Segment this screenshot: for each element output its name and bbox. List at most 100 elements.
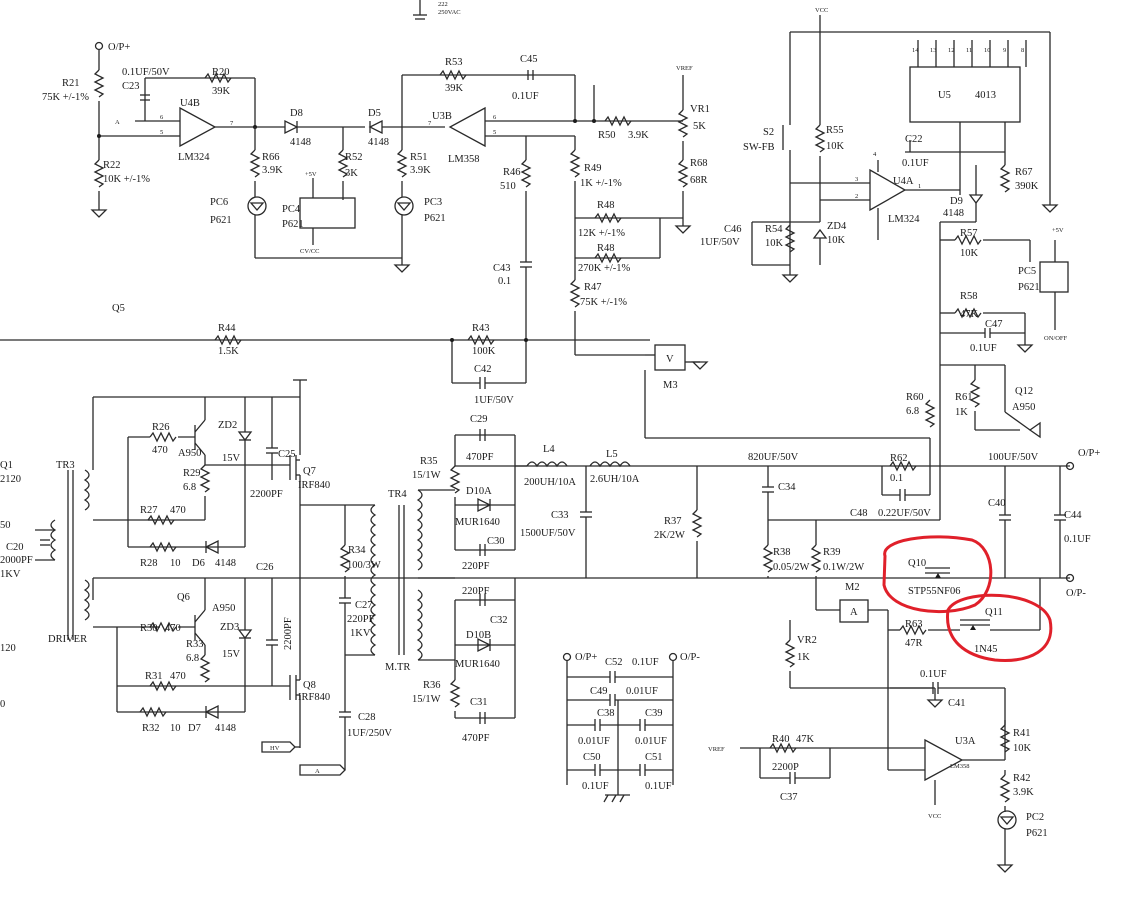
hv-flag-label: HV [270, 745, 280, 752]
r50-value: 3.9K [628, 130, 649, 141]
q11-highlight [946, 593, 1053, 662]
d7-value: 4148 [215, 723, 236, 734]
u4b-part: LM324 [178, 152, 210, 163]
r61-label: R61 [955, 392, 973, 403]
r27-value: 470 [170, 505, 186, 516]
r39-value: 0.1W/2W [823, 562, 864, 573]
r41-value: 10K [1013, 743, 1032, 754]
r27-label: R27 [140, 505, 158, 516]
r26-label: R26 [152, 422, 170, 433]
vr1-value: 5K [693, 121, 706, 132]
c30-label: C30 [487, 536, 505, 547]
r30-value: 470 [165, 623, 181, 634]
top-cap-label: 222 [438, 1, 448, 8]
r48b-value: 270K +/-1% [578, 263, 631, 274]
a950-upper-label: A950 [178, 448, 201, 459]
d8-value: 4148 [290, 137, 311, 148]
left-value-50: 50 [0, 520, 11, 531]
r58-label: R58 [960, 291, 978, 302]
u4a-pin2: 2 [855, 193, 858, 200]
c51-label: C51 [645, 752, 663, 763]
c28-value: 1UF/250V [347, 728, 392, 739]
r34-label: R34 [348, 545, 366, 556]
c48-value: 0.22UF/50V [878, 508, 931, 519]
c41-label: C41 [948, 698, 966, 709]
r31-value: 470 [170, 671, 186, 682]
l4-label: L4 [543, 444, 555, 455]
c32-label: C32 [490, 615, 508, 626]
q7-part: IRF840 [298, 480, 330, 491]
plus5v-right-label: +5V [1052, 227, 1064, 234]
r68-value: 68R [690, 175, 708, 186]
c39-label: C39 [645, 708, 663, 719]
c33-label: C33 [551, 510, 569, 521]
r49-value: 1K +/-1% [580, 178, 622, 189]
d5-label: D5 [368, 108, 381, 119]
r41-label: R41 [1013, 728, 1031, 739]
u5-pin13: 13 [930, 47, 937, 54]
op-plus-cap-label: O/P+ [575, 652, 597, 663]
c29-value: 470PF [466, 452, 494, 463]
r62-value: 0.1 [890, 473, 903, 484]
pc2-label: PC2 [1026, 812, 1044, 823]
r57-label: R57 [960, 228, 978, 239]
l5-value: 2.6UH/10A [590, 474, 640, 485]
r63-label: R63 [905, 619, 923, 630]
d10b-label: D10B [466, 630, 491, 641]
pc4-label: PC4 [282, 204, 301, 215]
r44-value: 1.5K [218, 346, 239, 357]
u3b-label: U3B [432, 111, 452, 122]
c29-label: C29 [470, 414, 488, 425]
r49-label: R49 [584, 163, 602, 174]
u4a-pin1: 1 [918, 183, 921, 190]
r30-label: R30 [140, 623, 158, 634]
r20-label: R20 [212, 67, 230, 78]
q12-label: Q12 [1015, 386, 1033, 397]
u4a-pin3: 3 [855, 176, 858, 183]
r48a-value: 12K +/-1% [578, 228, 625, 239]
pc6-part: P621 [210, 215, 232, 226]
c45-label: C45 [520, 54, 538, 65]
pc5-part: P621 [1018, 282, 1040, 293]
u5-pin8: 8 [1021, 47, 1024, 54]
driver-label: DRIVER [48, 634, 87, 645]
c27-kv: 1KV [350, 628, 371, 639]
u3a-part: LM358 [950, 763, 970, 770]
pc3-label: PC3 [424, 197, 442, 208]
r55-value: 10K [826, 141, 845, 152]
r51-label: R51 [410, 152, 428, 163]
c49-value: 0.01UF [626, 686, 658, 697]
u4a-part: LM324 [888, 214, 920, 225]
r54-value: 10K [765, 238, 784, 249]
l4-value: 200UH/10A [524, 477, 576, 488]
s2-label: S2 [763, 127, 774, 138]
u4b-pin7: 7 [230, 120, 234, 127]
left-value-120: 120 [0, 643, 16, 654]
u4b-pin5: 5 [160, 129, 163, 136]
r40-value: 47K [796, 734, 815, 745]
r67-label: R67 [1015, 167, 1033, 178]
c23-label: C23 [122, 81, 140, 92]
c25-value: 2200PF [250, 489, 283, 500]
u4a-label: U4A [893, 176, 914, 187]
vref-top-label: VREF [676, 65, 693, 72]
c47-label: C47 [985, 319, 1003, 330]
c37-label: C37 [780, 792, 798, 803]
c20-label: C20 [6, 542, 24, 553]
c43-label: C43 [493, 263, 511, 274]
d9-value: 4148 [943, 208, 964, 219]
m2-meter-glyph: A [850, 607, 858, 618]
c48-label: C48 [850, 508, 868, 519]
pc6-label: PC6 [210, 197, 228, 208]
s2-value: SW-FB [743, 142, 775, 153]
r22-label: R22 [103, 160, 121, 171]
u5-label: U5 [938, 90, 951, 101]
c45-value: 0.1UF [512, 91, 539, 102]
zd4-value: 10K [827, 235, 846, 246]
r60-label: R60 [906, 392, 924, 403]
zd2-label: ZD2 [218, 420, 237, 431]
r47-value: 75K +/-1% [580, 297, 627, 308]
r51-value: 3.9K [410, 165, 431, 176]
plus5v-label: +5V [305, 171, 317, 178]
d8-label: D8 [290, 108, 303, 119]
